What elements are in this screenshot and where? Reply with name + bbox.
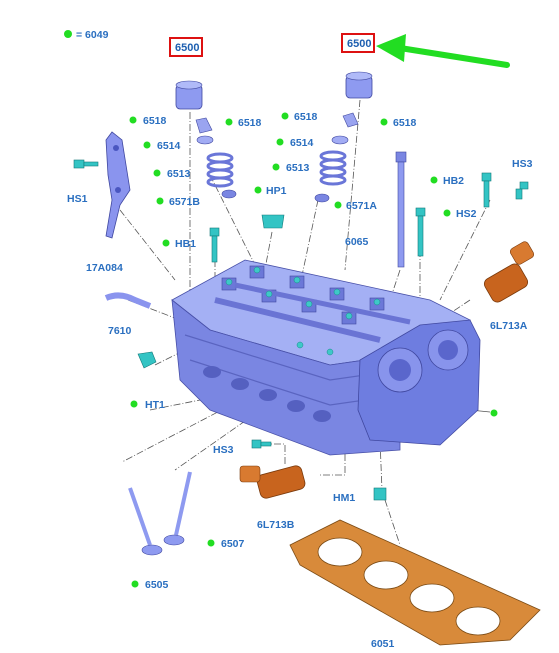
callout-6518-4: 6518: [393, 117, 417, 129]
callout-hb1: HB1: [175, 238, 196, 250]
callout-6571a: 6571A: [346, 200, 377, 212]
legend-dot: [64, 30, 72, 38]
head-gasket-6051: [289, 519, 541, 646]
green-arrow-icon: [376, 34, 510, 68]
callout-6051: 6051: [371, 638, 395, 650]
valves: [128, 471, 192, 556]
callout-hs3-top: HS3: [512, 158, 533, 170]
callout-6507: 6507: [221, 538, 245, 550]
callout-6514-2: 6514: [290, 137, 314, 149]
valve-train-left: [175, 80, 237, 199]
callout-6l713a: 6L713A: [490, 320, 528, 332]
callout-7610: 7610: [108, 325, 132, 337]
callout-labels: 6500 6500 6518 6518 6518 6518 6514 6514 …: [67, 33, 533, 650]
cylinder-head: [171, 259, 481, 456]
bracket-17a084: [105, 131, 131, 239]
callout-6l713b: 6L713B: [257, 519, 295, 531]
callout-hs1: HS1: [67, 193, 88, 205]
callout-6513-1: 6513: [167, 168, 191, 180]
callout-6505: 6505: [145, 579, 169, 591]
tube-7610: [104, 292, 152, 309]
callout-17a084: 17A084: [86, 262, 123, 274]
highlight-box-right: [341, 33, 375, 53]
callout-hs3-lower: HS3: [213, 444, 234, 456]
legend: = 6049: [64, 29, 109, 41]
callout-6500-right: 6500: [347, 38, 371, 50]
cyan-fasteners: [73, 159, 529, 501]
callout-ht1: HT1: [145, 399, 165, 411]
callout-6518-3: 6518: [294, 111, 318, 123]
callout-6065: 6065: [345, 236, 369, 248]
callout-6571b: 6571B: [169, 196, 200, 208]
callout-6518-1: 6518: [143, 115, 167, 127]
callout-hs2: HS2: [456, 208, 477, 220]
callout-6500-left: 6500: [175, 42, 199, 54]
callout-6518-2: 6518: [238, 117, 262, 129]
callout-6514-1: 6514: [157, 140, 181, 152]
highlight-box-left: [169, 37, 203, 57]
actuator-6l713a: [483, 241, 534, 303]
green-dot-plate: [490, 409, 498, 417]
head-bolt-6065: [395, 151, 407, 268]
callout-hm1: HM1: [333, 492, 355, 504]
legend-text: = 6049: [76, 29, 109, 41]
callout-hp1: HP1: [266, 185, 287, 197]
callout-6513-2: 6513: [286, 162, 310, 174]
valve-train-right: [314, 71, 373, 203]
callout-hb2: HB2: [443, 175, 464, 187]
actuator-6l713b: [239, 465, 306, 499]
